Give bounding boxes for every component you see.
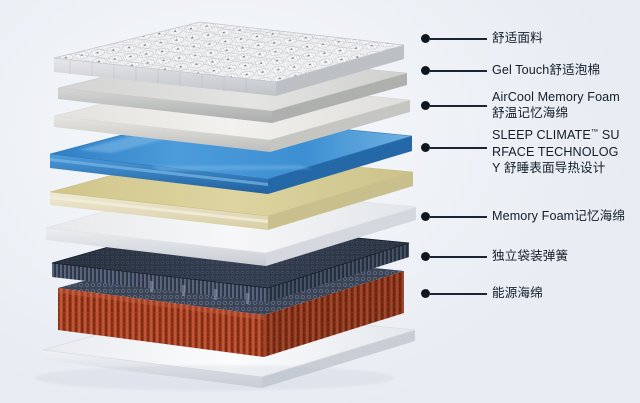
callout-leader-line: [430, 293, 487, 295]
callout-leader-line: [430, 216, 487, 218]
mattress-exploded-illustration: [35, 21, 417, 391]
callout-label-energy-foam: 能源海绵: [492, 285, 543, 301]
trademark-symbol: ™: [590, 127, 599, 136]
callout-label-line: Memory Foam记忆海绵: [492, 209, 626, 223]
callout-label-line: RFACE TECHNOLOG: [492, 144, 619, 159]
callout-leader-line: [430, 70, 487, 72]
callout-comfort-fabric[interactable]: 舒适面料: [421, 30, 543, 46]
callout-label-line: 独立袋装弹簧: [492, 249, 569, 263]
callout-label-aircool-memory-foam: AirCool Memory Foam 舒温记忆海绵: [492, 89, 620, 122]
layer-quilted-cover: [53, 21, 405, 96]
callout-label-line: 舒温记忆海绵: [492, 106, 569, 121]
callout-leader-line: [430, 38, 487, 40]
callout-leader-line: [430, 147, 487, 149]
callout-memory-foam[interactable]: Memory Foam记忆海绵: [421, 208, 625, 224]
callout-gel-touch-foam[interactable]: Gel Touch舒适泡棉: [421, 62, 600, 78]
callout-label-line: Gel Touch舒适泡棉: [492, 63, 601, 77]
callout-dot-icon: [421, 252, 430, 261]
callout-label-pocket-spring: 独立袋装弹簧: [492, 248, 568, 264]
callout-pocket-spring[interactable]: 独立袋装弹簧: [421, 248, 568, 264]
callout-dot-icon: [421, 66, 430, 75]
callout-energy-foam[interactable]: 能源海绵: [421, 285, 543, 301]
callout-aircool-memory-foam[interactable]: AirCool Memory Foam 舒温记忆海绵: [421, 89, 620, 122]
callout-leader-line: [430, 256, 487, 258]
callout-label-line: 能源海绵: [492, 286, 543, 300]
callout-label-line: AirCool Memory Foam: [492, 90, 620, 104]
callout-dot-icon: [421, 212, 430, 221]
callout-leader-line: [430, 105, 487, 107]
callout-dot-icon: [421, 101, 430, 110]
callout-label-line: SLEEP CLIMATE™ SU: [492, 127, 620, 143]
callout-label-line: 舒适面料: [492, 31, 543, 45]
callout-label-line: Y 舒睡表面导热设计: [492, 161, 606, 175]
callout-label-comfort-fabric: 舒适面料: [492, 30, 543, 46]
callout-label-memory-foam: Memory Foam记忆海绵: [492, 208, 625, 224]
callout-dot-icon: [421, 289, 430, 298]
callout-dot-icon: [421, 34, 430, 43]
callout-label-gel-touch-foam: Gel Touch舒适泡棉: [492, 62, 600, 78]
callout-dot-icon: [421, 143, 430, 152]
